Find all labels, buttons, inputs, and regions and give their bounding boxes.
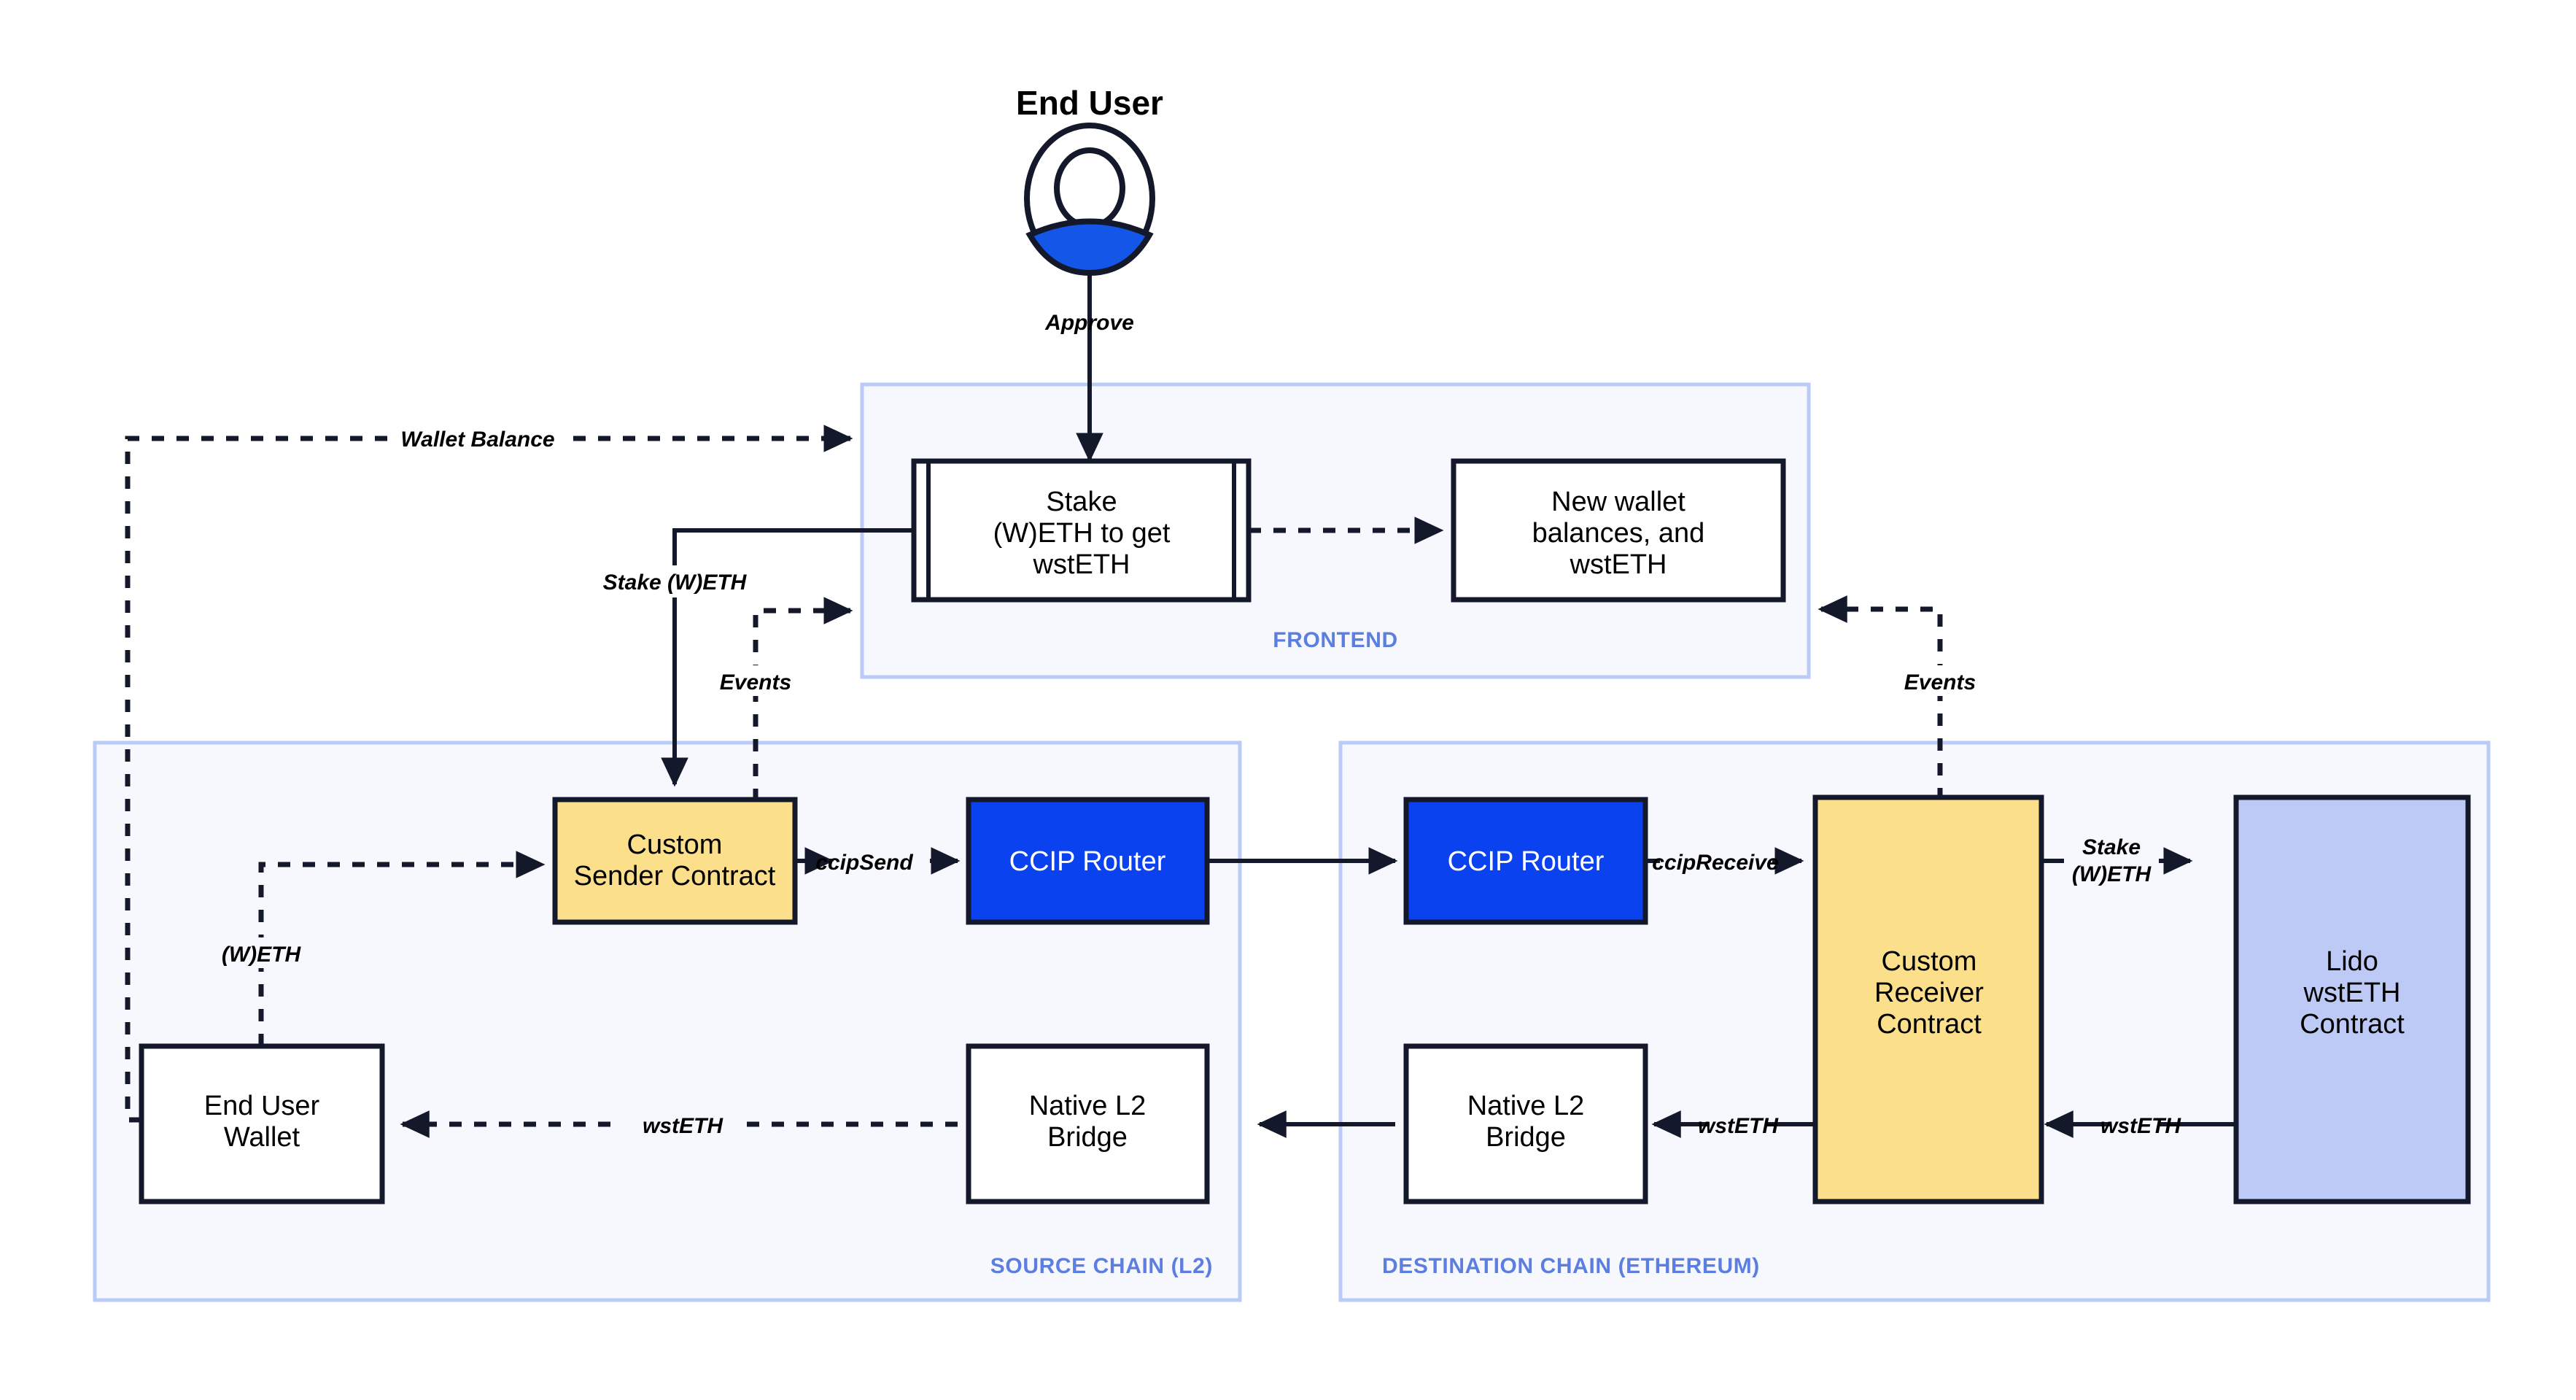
edge-ccip-receive: ccipReceive (1645, 847, 1804, 875)
label-backdrop-wsteth-wallet (620, 1109, 745, 1140)
node-custom-sender-line2: Sender Contract (574, 861, 776, 892)
node-native-bridge-source-line2: Bridge (1047, 1122, 1128, 1153)
node-new-balances-line3: wstETH (1570, 549, 1667, 580)
node-lido-wsteth-contract[interactable]: Lido wstETH Contract (2233, 794, 2471, 1204)
actor-title: End User (1016, 84, 1163, 122)
node-end-user-wallet-line2: Wallet (224, 1122, 300, 1153)
node-native-bridge-source[interactable]: Native L2 Bridge (966, 1043, 1210, 1204)
label-backdrop-stake-weth (602, 565, 748, 597)
node-new-wallet-balances[interactable]: New wallet balances, and wstETH (1451, 458, 1786, 603)
node-native-bridge-destination-line2: Bridge (1486, 1122, 1566, 1153)
edge-label-stake-weth-source: Stake (W)ETH (603, 571, 748, 595)
edge-label-events-source: Events (720, 670, 791, 695)
edge-approve: Approve (1044, 271, 1134, 463)
edge-label-ccip-receive: ccipReceive (1652, 851, 1778, 875)
node-new-balances-line2: balances, and (1532, 518, 1705, 549)
node-native-bridge-source-line1: Native L2 (1029, 1091, 1147, 1121)
group-label-frontend: FRONTEND (1273, 628, 1397, 652)
edge-label-ccip-send: ccipSend (815, 851, 913, 875)
node-custom-receiver-line3: Contract (1877, 1009, 1982, 1040)
node-end-user-wallet-line1: End User (204, 1091, 320, 1121)
edge-label-wallet-balance-text: Wallet Balance (400, 428, 554, 452)
edge-stake-weth-destination: Stake (W)ETH (2041, 835, 2193, 886)
node-custom-receiver-contract[interactable]: Custom Receiver Contract (1812, 794, 2044, 1204)
node-custom-sender-contract[interactable]: Custom Sender Contract (552, 797, 798, 925)
node-custom-receiver-line2: Receiver (1874, 978, 1984, 1008)
edge-wallet-balance: Wallet Balance Wallet Balance (125, 423, 853, 1123)
label-backdrop-wallet-balance (397, 423, 561, 454)
edge-wsteth-lido-to-receiver: wstETH (2044, 1110, 2238, 1138)
node-custom-sender-line1: Custom (627, 829, 723, 860)
group-label-destination-chain: DESTINATION CHAIN (ETHEREUM) (1382, 1254, 1760, 1278)
node-stake-ui-line2: (W)ETH to get (993, 518, 1171, 549)
edge-wsteth-receiver-to-bridge: wstETH (1651, 1110, 1820, 1138)
node-native-bridge-destination-line1: Native L2 (1467, 1091, 1585, 1121)
label-backdrop-events-source (700, 665, 811, 696)
edge-stake-weth-source: Stake (W)ETH (602, 528, 914, 787)
node-lido-line3: Contract (2300, 1009, 2405, 1040)
node-custom-receiver-line1: Custom (1882, 946, 1977, 977)
edge-label-stake-destination-line1: Stake (2082, 835, 2141, 859)
node-ccip-router-source-label: CCIP Router (1009, 846, 1166, 877)
edge-label-wsteth-bridge: wstETH (1698, 1114, 1779, 1138)
label-backdrop-events-destination (1885, 665, 1995, 696)
actor-end-user[interactable]: End User (1016, 84, 1163, 276)
edge-label-wsteth-lido: wstETH (2100, 1114, 2181, 1138)
node-stake-ui[interactable]: Stake (W)ETH to get wstETH (911, 458, 1252, 603)
edge-label-weth: (W)ETH (222, 943, 302, 967)
node-stake-ui-line1: Stake (1046, 487, 1117, 517)
edge-weth: (W)ETH (212, 851, 546, 1046)
edge-events-source: Events (700, 597, 853, 801)
edge-label-wsteth-wallet: wstETH (643, 1114, 723, 1138)
node-lido-line2: wstETH (2303, 978, 2401, 1008)
node-end-user-wallet[interactable]: End User Wallet (139, 1043, 385, 1204)
edge-label-stake-destination-line2: (W)ETH (2072, 862, 2152, 886)
node-ccip-router-destination[interactable]: CCIP Router (1403, 797, 1648, 925)
node-ccip-router-source[interactable]: CCIP Router (966, 797, 1210, 925)
node-new-balances-line1: New wallet (1551, 487, 1685, 517)
edge-ccip-send: ccipSend (795, 847, 961, 875)
node-stake-ui-line3: wstETH (1033, 549, 1130, 580)
edge-label-approve: Approve (1044, 311, 1134, 335)
node-ccip-router-destination-label: CCIP Router (1448, 846, 1605, 877)
edge-events-destination: Events (1817, 595, 1995, 800)
edge-wsteth-wallet: wstETH (400, 1109, 958, 1140)
user-avatar-icon (1024, 123, 1155, 276)
group-label-source-chain: SOURCE CHAIN (L2) (990, 1254, 1213, 1278)
node-native-bridge-destination[interactable]: Native L2 Bridge (1403, 1043, 1648, 1204)
label-backdrop-weth (212, 937, 319, 968)
edge-label-events-destination: Events (1904, 670, 1976, 695)
node-lido-line1: Lido (2326, 946, 2378, 977)
